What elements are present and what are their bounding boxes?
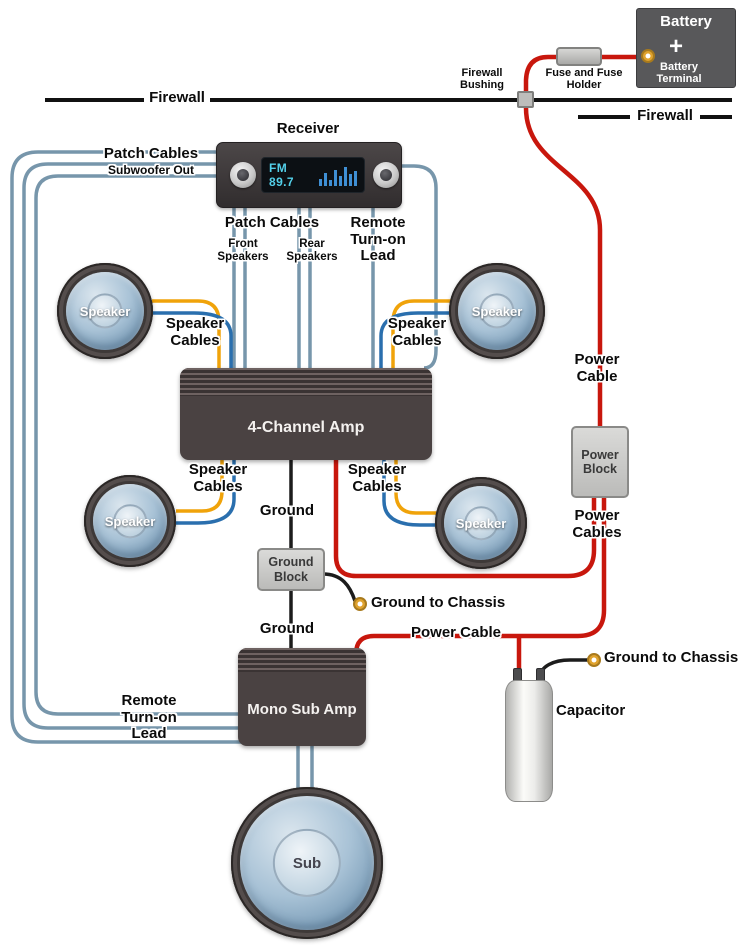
mono-sub-amp-label: Mono Sub Amp	[247, 700, 357, 718]
ground-block-label: Ground Block	[268, 555, 314, 584]
speaker-dome	[272, 828, 342, 898]
remote-turn-on-lead-bottom-label: Remote Turn-on Lead	[121, 692, 177, 742]
fuse-holder-label: Fuse and Fuse Holder	[545, 67, 623, 92]
battery-label: Battery	[660, 13, 712, 30]
ground-wire-capacitor	[538, 658, 588, 679]
amp-heatsink-fins-icon	[238, 648, 366, 672]
amp-heatsink-fins-icon	[180, 368, 432, 396]
power-block: Power Block	[571, 426, 629, 498]
speaker-cables-front-right-label: Speaker Cables	[387, 315, 447, 349]
power-cable-main-label: Power Cable	[574, 351, 620, 385]
speaker-dome	[87, 293, 123, 329]
patch-cables-label: Patch Cables	[224, 214, 320, 231]
speaker-cable-front-left-yellow	[152, 299, 221, 368]
subwoofer-label: Sub	[292, 854, 322, 872]
ground-ring-terminal-icon	[353, 597, 367, 611]
speaker-front-left: Speaker	[57, 263, 153, 359]
speaker-label: Speaker	[79, 303, 131, 319]
receiver-label: Receiver	[276, 120, 340, 137]
ground-ring-terminal-icon	[587, 653, 601, 667]
remote-lead-wire-right	[400, 164, 438, 370]
remote-lead-wire-left-run	[34, 174, 242, 716]
volume-knob-icon	[230, 162, 256, 188]
speaker-rear-right: Speaker	[435, 477, 527, 569]
speaker-cone	[240, 796, 374, 930]
speaker-dome	[479, 293, 515, 329]
ground-bottom-label: Ground	[259, 620, 315, 637]
speaker-cable-rear-left-blue	[174, 460, 236, 525]
battery-terminal-ring-icon	[641, 49, 655, 63]
patch-cables-subwoofer-label: Patch Cables	[103, 145, 199, 162]
four-channel-amp-label: 4-Channel Amp	[247, 419, 365, 436]
speaker-cables-front-left-label: Speaker Cables	[165, 315, 225, 349]
ground-block: Ground Block	[257, 548, 325, 591]
speaker-cone	[458, 272, 536, 350]
ground-to-chassis-mid-label: Ground to Chassis	[371, 594, 506, 611]
capacitor-label: Capacitor	[556, 702, 626, 719]
speaker-dome	[464, 506, 498, 540]
equalizer-bars-icon	[319, 165, 357, 186]
speaker-cables-rear-left-label: Speaker Cables	[188, 461, 248, 495]
subwoofer-patch-wire-1	[10, 150, 242, 744]
firewall-bushing	[517, 91, 534, 108]
speaker-label: Speaker	[471, 303, 523, 319]
speaker-cable-rear-right-blue	[382, 460, 440, 527]
ground-top-label: Ground	[259, 502, 315, 519]
fuse-holder	[556, 47, 602, 66]
speaker-cone	[66, 272, 144, 350]
speaker-label: Speaker	[455, 515, 507, 531]
speaker-dome	[113, 504, 147, 538]
speaker-cable-front-left-blue	[150, 311, 233, 368]
power-cables-label: Power Cables	[572, 507, 622, 541]
battery-plus-sign: +	[669, 33, 684, 60]
receiver-display: FM 89.7	[261, 157, 365, 193]
capacitor-body	[505, 680, 553, 802]
power-block-label: Power Block	[581, 447, 619, 476]
power-cable-sub-label: Power Cable	[411, 624, 502, 641]
power-cable-main-wire	[523, 54, 652, 428]
power-cable-mono-amp-wire	[353, 498, 607, 660]
tuner-knob-icon	[373, 162, 399, 188]
speaker-cables-rear-right-label: Speaker Cables	[347, 461, 407, 495]
subwoofer: Sub	[231, 787, 383, 939]
battery-box: Battery + Battery Terminal	[636, 8, 736, 88]
speaker-cable-front-right-yellow	[391, 299, 452, 368]
receiver-head-unit: FM 89.7	[216, 142, 402, 208]
front-speakers-label: Front Speakers	[217, 238, 269, 263]
subwoofer-patch-wire-2	[22, 162, 242, 730]
speaker-front-right: Speaker	[449, 263, 545, 359]
ground-wire-chassis-mid	[322, 572, 357, 602]
power-cable-amp4-wire	[333, 458, 597, 579]
mono-sub-amp: Mono Sub Amp	[238, 648, 366, 746]
rear-speakers-label: Rear Speakers	[286, 238, 338, 263]
firewall-bushing-label: Firewall Bushing	[460, 67, 504, 92]
firewall-right-label: Firewall	[637, 107, 693, 124]
speaker-rear-left: Speaker	[84, 475, 176, 567]
remote-turn-on-lead-top-label: Remote Turn-on Lead	[350, 214, 406, 264]
battery-terminal-label: Battery Terminal	[656, 61, 702, 86]
speaker-cable-front-right-blue	[379, 311, 454, 368]
speaker-cone	[93, 484, 167, 558]
speaker-label: Speaker	[104, 513, 156, 529]
ground-to-chassis-cap-label: Ground to Chassis	[604, 649, 739, 666]
four-channel-amp: 4-Channel Amp	[180, 368, 432, 460]
subwoofer-out-label: Subwoofer Out	[108, 163, 194, 177]
speaker-cone	[444, 486, 518, 560]
firewall-left-label: Firewall	[149, 89, 205, 106]
frequency-readout: FM 89.7	[269, 161, 294, 189]
speaker-cable-rear-right-yellow	[394, 460, 438, 515]
speaker-cable-rear-left-yellow	[176, 460, 224, 513]
